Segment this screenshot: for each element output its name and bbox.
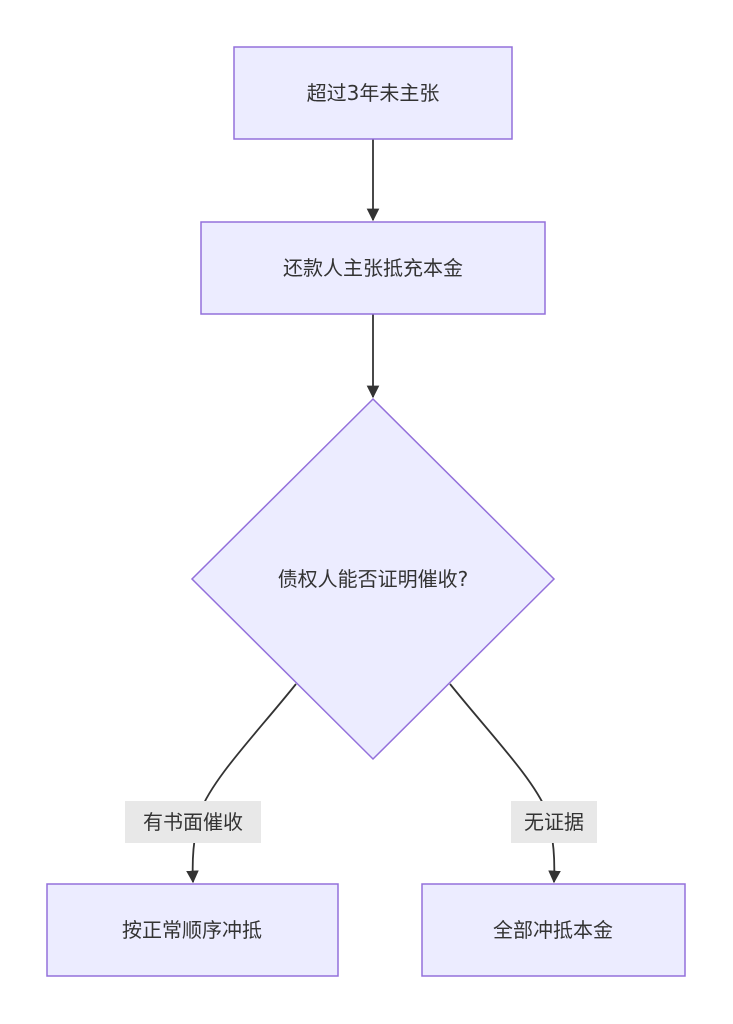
edge-decision-to-normal (186, 683, 297, 884)
node-principal: 全部冲抵本金 (421, 883, 686, 977)
node-claim: 还款人主张抵充本金 (200, 221, 546, 315)
node-normal-label: 按正常顺序冲抵 (122, 918, 262, 942)
edge-decision-to-principal (449, 683, 561, 884)
node-normal: 按正常顺序冲抵 (46, 883, 339, 977)
edge-label-no: 无证据 (511, 801, 597, 843)
node-decision: 债权人能否证明催收? (190, 397, 556, 761)
node-start-label: 超过3年未主张 (307, 81, 440, 105)
node-start: 超过3年未主张 (233, 46, 513, 140)
node-decision-label: 债权人能否证明催收? (278, 567, 469, 591)
edge-label-yes: 有书面催收 (125, 801, 261, 843)
node-claim-label: 还款人主张抵充本金 (283, 256, 463, 280)
node-principal-label: 全部冲抵本金 (493, 918, 613, 942)
edge-label-no-text: 无证据 (524, 810, 584, 834)
edge-label-yes-text: 有书面催收 (143, 810, 243, 834)
